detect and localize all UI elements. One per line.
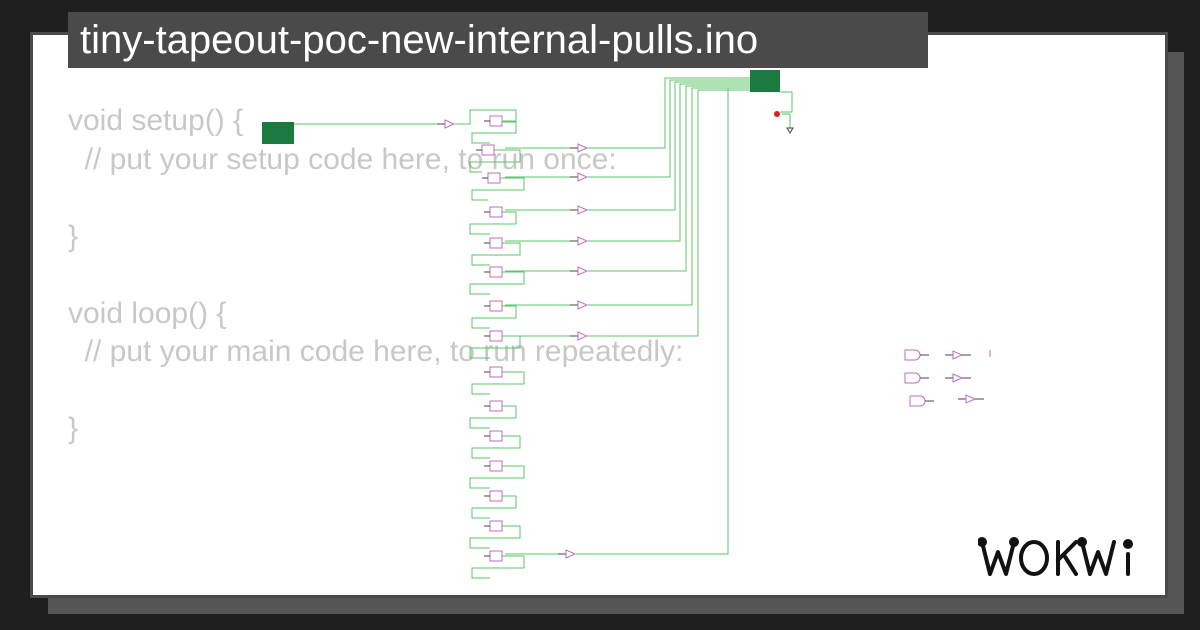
- code-line: void setup() {: [68, 104, 244, 137]
- and-gate-icon: [909, 395, 926, 407]
- flipflop-icon: [489, 237, 503, 249]
- wire: [588, 79, 750, 178]
- project-title: tiny-tapeout-poc-new-internal-pulls.ino: [68, 12, 928, 68]
- flipflop-icon: [489, 550, 503, 562]
- buffer-gate-icon: [577, 236, 589, 246]
- flipflop-icon: [489, 330, 503, 342]
- wire: [469, 465, 525, 489]
- buffer-gate-icon: [577, 266, 589, 276]
- wire: [780, 91, 793, 113]
- flipflop-icon: [489, 206, 503, 218]
- wire: [471, 177, 525, 201]
- flipflop-icon: [481, 144, 495, 156]
- wire: [469, 525, 521, 549]
- wire: [469, 149, 521, 173]
- flipflop-icon: [489, 366, 503, 378]
- buffer-gate-icon: [577, 205, 589, 215]
- wire: [455, 109, 517, 125]
- flipflop-icon: [489, 266, 503, 278]
- wire: [469, 335, 521, 359]
- wire: [588, 83, 750, 242]
- code-line: // put your setup code here, to run once…: [68, 142, 617, 176]
- wire: [471, 435, 521, 459]
- and-gate-icon: [904, 372, 921, 384]
- flipflop-icon: [489, 520, 503, 532]
- wokwi-logo: [978, 537, 1133, 576]
- digital-output-block: [750, 70, 780, 92]
- flipflop-icon: [489, 430, 503, 442]
- parts: [262, 70, 991, 562]
- buffer-gate-icon: [577, 300, 589, 310]
- ground-icon: [786, 127, 794, 134]
- buffer-gate-icon: [577, 143, 589, 153]
- wire: [588, 77, 750, 149]
- code-line: }: [68, 412, 79, 445]
- buffer-gate-icon: [952, 373, 964, 383]
- wire: [588, 85, 750, 272]
- wire: [588, 81, 750, 211]
- buffer-gate-icon: [965, 394, 977, 404]
- wire: [471, 305, 517, 329]
- wire: [471, 555, 525, 579]
- wires: [294, 77, 793, 579]
- wire: [471, 371, 525, 395]
- wire: [471, 495, 517, 519]
- led-icon: [774, 111, 780, 117]
- wire: [576, 87, 750, 555]
- flipflop-icon: [489, 460, 503, 472]
- flipflop-icon: [489, 300, 503, 312]
- flipflop-icon: [489, 490, 503, 502]
- code-line: void loop() {: [68, 296, 227, 330]
- buffer-gate-icon: [565, 549, 577, 559]
- wire: [469, 405, 517, 429]
- flipflop-icon: [489, 400, 503, 412]
- buffer-gate-icon: [577, 172, 589, 182]
- wire: [782, 113, 791, 128]
- wire: [471, 120, 517, 144]
- wire: [471, 242, 521, 266]
- wire: [469, 211, 517, 235]
- and-gate-icon: [904, 349, 921, 361]
- flipflop-icon: [489, 115, 503, 127]
- code-line: }: [68, 219, 79, 253]
- wire: [588, 87, 750, 306]
- digital-input-block: [262, 122, 294, 144]
- code-line: // put your main code here, to run repea…: [68, 335, 684, 368]
- wire: [469, 271, 525, 295]
- buffer-gate-icon: [444, 119, 456, 129]
- flipflop-icon: [487, 172, 501, 184]
- preview-card: [30, 32, 1168, 598]
- wire: [588, 89, 750, 337]
- code-preview: void setup() { // put your setup code he…: [68, 102, 683, 449]
- buffer-gate-icon: [952, 350, 964, 360]
- buffer-gate-icon: [577, 331, 589, 341]
